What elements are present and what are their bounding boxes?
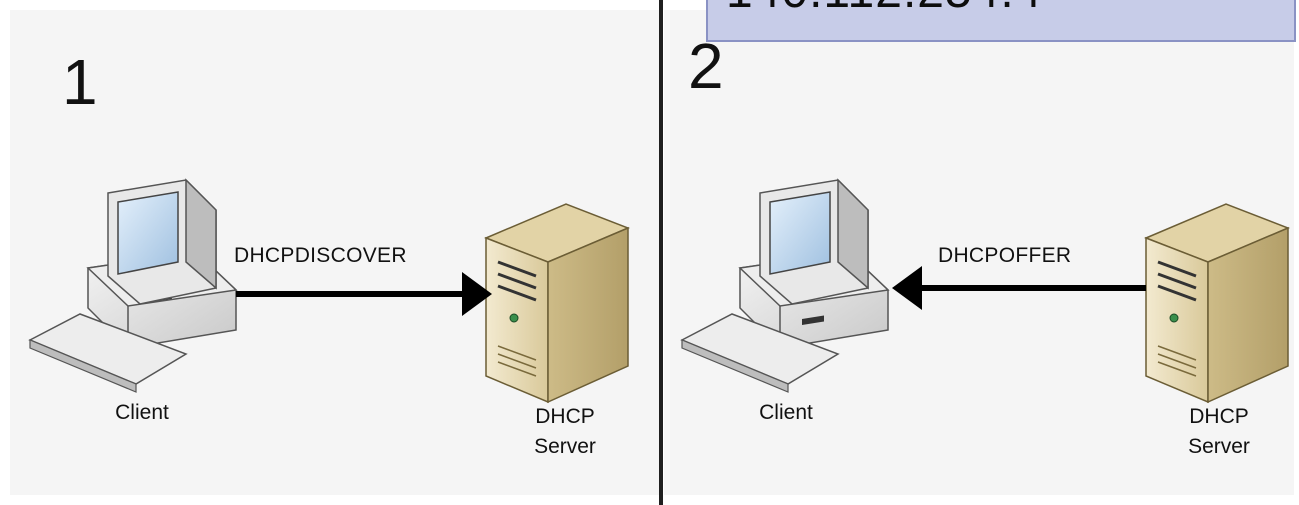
server-1-icon — [484, 203, 630, 404]
client-1-computer-icon — [86, 178, 238, 349]
divider — [659, 0, 663, 505]
server-2-icon — [1144, 203, 1290, 404]
step-1-number: 1 — [62, 46, 98, 118]
ip-address-banner: 140.112.254.4 — [706, 0, 1296, 42]
client-2-keyboard-icon — [680, 313, 840, 393]
client-2-label: Client — [759, 401, 813, 424]
step-1-message: DHCPDISCOVER — [234, 244, 407, 267]
client-1-label: Client — [115, 401, 169, 424]
server-2-label-line1: DHCP — [1189, 405, 1249, 428]
step-2-number: 2 — [688, 30, 724, 102]
discover-arrow-right-icon — [236, 272, 492, 316]
server-1-label-line1: DHCP — [535, 405, 595, 428]
offer-arrow-left-icon — [892, 266, 1146, 310]
server-1-label: DHCP Server — [510, 402, 620, 463]
step-2-message: DHCPOFFER — [938, 244, 1072, 267]
client-1-keyboard-icon — [28, 313, 188, 393]
ip-address-text: 140.112.254.4 — [726, 0, 1042, 19]
server-1-label-line2: Server — [534, 435, 596, 459]
server-2-label-line2: Server — [1188, 435, 1250, 459]
server-2-label: DHCP Server — [1164, 402, 1274, 463]
client-2-computer-icon — [738, 178, 890, 349]
